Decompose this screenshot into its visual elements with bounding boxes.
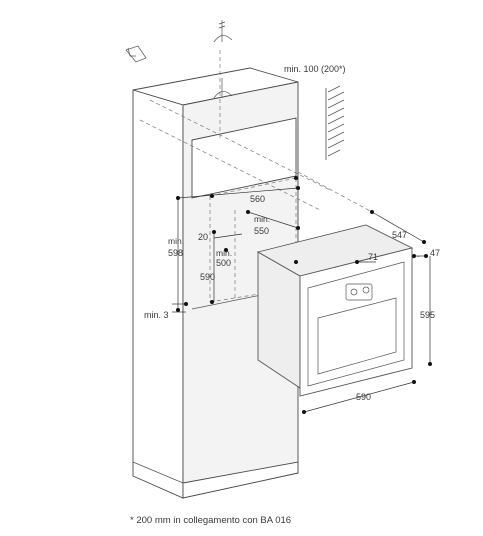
label-width-560: 560: [250, 194, 265, 204]
label-oven-depth-547: 547: [392, 230, 407, 240]
label-height-590: 590: [200, 272, 215, 282]
airflow-arrow-top: [213, 20, 233, 99]
oven-window: [317, 297, 397, 375]
label-depth-550-min: min.: [254, 214, 270, 224]
label-height-598-min: min.: [168, 236, 184, 246]
label-depth-500: 500: [216, 258, 231, 268]
label-oven-width-590: 590: [356, 392, 371, 402]
vent-hatch: [325, 85, 345, 160]
hand-icon: [125, 45, 147, 63]
footnote: * 200 mm in collegamento con BA 016: [130, 515, 292, 526]
oven-knob-icon: [362, 286, 370, 294]
label-height-598: 598: [168, 248, 183, 258]
oven-appliance: [256, 224, 414, 397]
oven-control-panel: [345, 283, 373, 301]
label-gap-min3: min. 3: [144, 310, 169, 320]
tall-cabinet: [132, 67, 299, 499]
label-depth-500-min: min.: [216, 248, 232, 258]
oven-knob-icon: [350, 288, 358, 296]
label-panel-71: 71: [368, 252, 378, 262]
label-front-47: 47: [430, 248, 440, 258]
label-depth-550: 550: [254, 226, 269, 236]
label-top-clearance: min. 100 (200*): [284, 64, 346, 74]
label-oven-height-595: 595: [420, 310, 435, 320]
dimension-dots: [176, 176, 432, 414]
label-gap-20: 20: [198, 232, 208, 242]
